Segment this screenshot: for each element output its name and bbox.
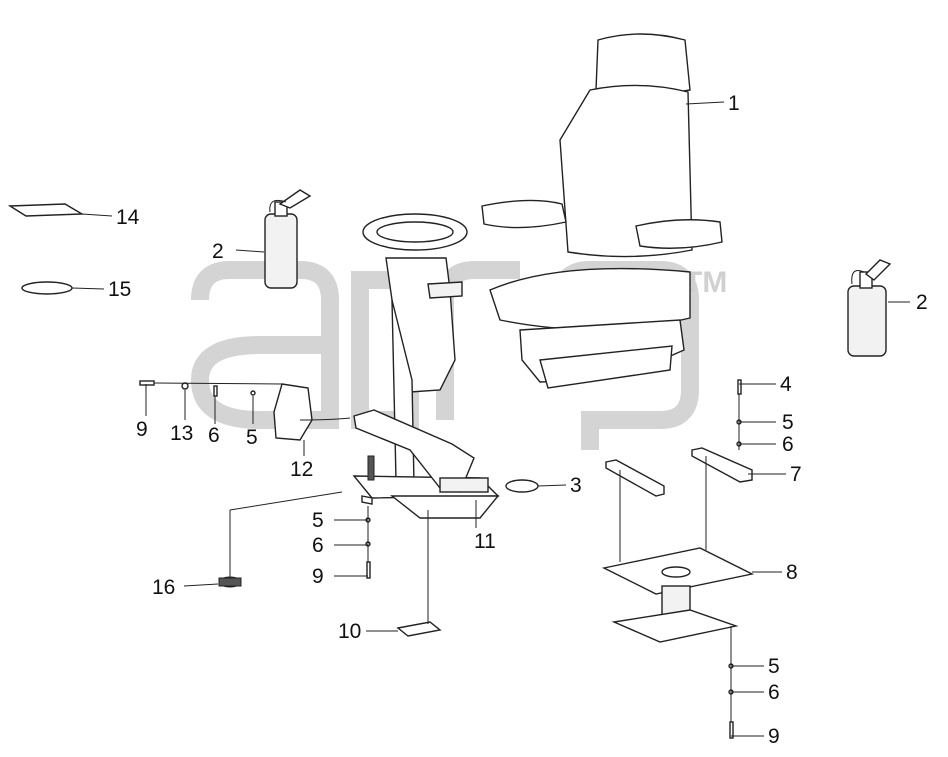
callout-2-right: 2 — [916, 291, 928, 314]
part-7-brackets — [605, 447, 753, 497]
part-14-plate — [7, 203, 85, 217]
callout-labels: 1 2 2 3 4 5 5 5 5 6 6 6 6 7 8 9 9 9 10 1… — [108, 92, 928, 748]
part-16-plug — [218, 576, 242, 588]
callout-7: 7 — [790, 463, 802, 486]
callout-5-lower-right: 5 — [768, 655, 780, 678]
callout-16: 16 — [152, 576, 175, 599]
callout-6-left: 6 — [208, 424, 220, 447]
part-2-extinguisher-right — [847, 259, 892, 357]
part-2-extinguisher-left — [264, 189, 312, 289]
part-10-plate — [396, 621, 442, 637]
callout-14: 14 — [116, 206, 140, 229]
part-15-disc — [21, 281, 73, 295]
callout-9-lower-right: 9 — [768, 725, 780, 748]
part-11-base — [352, 409, 500, 519]
callout-15: 15 — [108, 278, 131, 301]
callout-3: 3 — [570, 474, 582, 497]
callout-4: 4 — [780, 373, 792, 396]
callout-6-center: 6 — [312, 534, 324, 557]
part-8-pedestal — [601, 547, 755, 643]
part-1-seat — [481, 33, 723, 389]
callout-5-upper-right: 5 — [782, 411, 794, 434]
callout-13: 13 — [170, 422, 193, 445]
callout-8: 8 — [786, 561, 798, 584]
callout-9-center: 9 — [312, 565, 324, 588]
leader-lines — [71, 101, 910, 737]
callout-5-center: 5 — [312, 509, 324, 532]
callout-6-lower-right: 6 — [768, 681, 780, 704]
callout-10: 10 — [338, 620, 361, 643]
callout-2-left: 2 — [212, 240, 224, 263]
callout-6-upper-right: 6 — [782, 433, 794, 456]
callout-11: 11 — [474, 530, 496, 553]
callout-9-left: 9 — [136, 418, 148, 441]
callout-5-left: 5 — [246, 426, 258, 449]
part-3-flange — [505, 479, 539, 493]
watermark-trademark: TM — [684, 266, 727, 299]
callout-12: 12 — [290, 458, 313, 481]
callout-1: 1 — [728, 92, 740, 115]
part-12-cable — [273, 383, 351, 441]
